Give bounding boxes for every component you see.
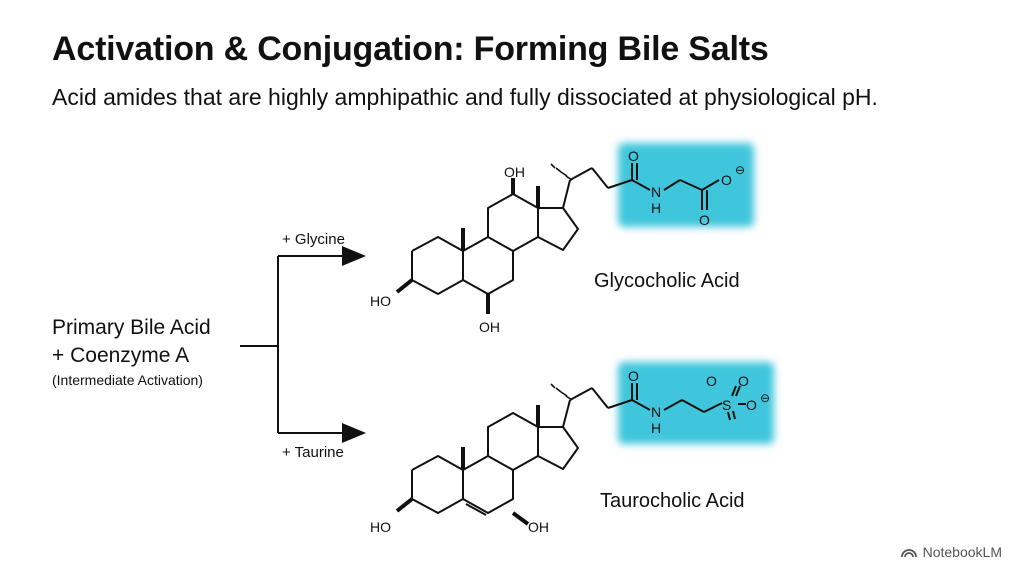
page-title: Activation & Conjugation: Forming Bile S…	[52, 30, 769, 68]
sulfonate-charge-text: ⊖	[760, 391, 770, 405]
s-o-top-2	[735, 385, 741, 397]
watermark: NotebookLM	[900, 544, 1002, 560]
amide-cn-bond	[631, 399, 651, 411]
carboxylate-o2-text: O	[699, 212, 710, 228]
c3-oh-bond	[395, 278, 414, 294]
n-ch2-bond	[663, 399, 683, 411]
c17-bond	[562, 399, 571, 428]
sulfonate-o2-text: O	[738, 373, 749, 389]
glycocholic-acid-label: Glycocholic Acid	[594, 270, 740, 292]
taurocholic-acid-label: Taurocholic Acid	[600, 490, 745, 512]
amide-n-text: N	[651, 184, 661, 200]
branch-arrows	[240, 246, 366, 443]
carboxylate-o-text: O	[721, 172, 732, 188]
c3-ho-text: HO	[370, 519, 391, 535]
c21-methyl-hash	[550, 383, 573, 401]
c3-ho-text: HO	[370, 293, 391, 309]
amide-cn-bond	[631, 179, 651, 191]
c3-oh-bond	[395, 497, 414, 513]
watermark-text: NotebookLM	[922, 544, 1002, 560]
c7-oh-text: OH	[528, 519, 549, 535]
chain-3	[607, 179, 633, 189]
starting-material-line2: + Coenzyme A	[52, 344, 190, 367]
taurine-branch-label: + Taurine	[282, 444, 344, 461]
ring-b	[462, 455, 514, 514]
amide-o-text: O	[628, 368, 639, 384]
sulfonate-s-text: S	[722, 397, 731, 413]
notebooklm-logo-icon	[900, 549, 917, 558]
amide-h-text: H	[651, 420, 661, 436]
chain-2	[591, 167, 609, 189]
amide-n-text: N	[651, 404, 661, 420]
ring-c	[487, 193, 539, 252]
starting-material-note: (Intermediate Activation)	[52, 372, 203, 388]
c7-oh-bond	[511, 511, 530, 526]
n-ch2-bond	[663, 179, 681, 191]
amide-h-text: H	[651, 200, 661, 216]
ring-b	[462, 236, 514, 295]
ring-c	[487, 412, 539, 471]
taurine-conjugate-highlight	[618, 362, 774, 444]
ch2-s-bond	[703, 402, 723, 413]
glycocholic-acid-structure	[395, 163, 720, 314]
taurocholic-acid-structure	[395, 383, 746, 526]
amide-o-text: O	[628, 148, 639, 164]
ring-d	[537, 426, 579, 470]
s-o-bottom-2	[732, 410, 736, 420]
taurocholic-acid-atoms: HO OH O N H O O S O ⊖	[370, 368, 770, 535]
chain-1	[569, 167, 593, 181]
starting-material-line1: Primary Bile Acid	[52, 316, 211, 339]
carboxylate-charge-text: ⊖	[735, 163, 745, 177]
glycine-conjugate-highlight	[618, 143, 754, 227]
chain-1	[569, 387, 593, 401]
glycocholic-acid-atoms: OH HO OH O N H O ⊖ O	[370, 148, 745, 335]
c17-bond	[562, 179, 571, 209]
sulfonate-o3-text: O	[746, 397, 757, 413]
chain-2	[591, 387, 609, 409]
s-o-bottom-1	[727, 411, 731, 421]
chain-3	[607, 399, 633, 409]
ch2-ch2-bond	[681, 399, 705, 413]
ring-d	[537, 207, 579, 251]
ring-a	[411, 236, 464, 295]
page-subtitle: Acid amides that are highly amphipathic …	[52, 84, 878, 110]
ring-a	[411, 455, 464, 514]
ch2-c-bond	[679, 179, 703, 191]
glycine-branch-label: + Glycine	[282, 231, 345, 248]
c21-methyl-hash	[550, 163, 573, 181]
s-o-top-1	[731, 385, 737, 397]
sulfonate-o1-text: O	[706, 373, 717, 389]
starting-material: Primary Bile Acid + Coenzyme A	[52, 314, 211, 370]
c12-oh-text: OH	[504, 164, 525, 180]
ring-b-double-bond	[465, 503, 487, 516]
c7-oh-text: OH	[479, 319, 500, 335]
carboxylate-co	[701, 179, 720, 191]
